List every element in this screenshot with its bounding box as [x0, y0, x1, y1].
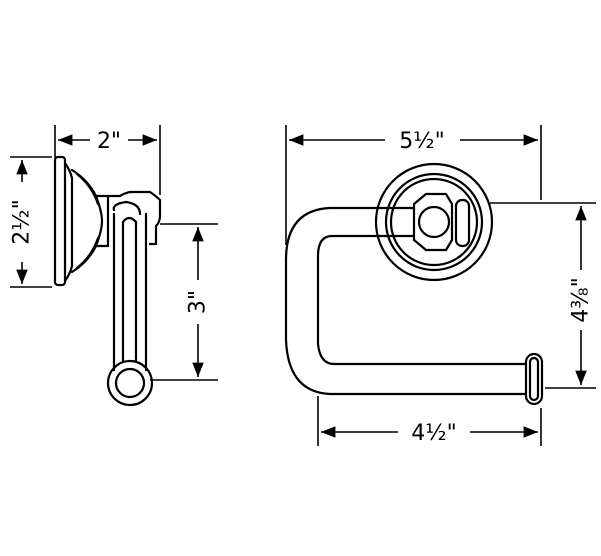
side-arm — [106, 190, 162, 407]
front-hub — [412, 192, 471, 252]
side-height-label: 2½" — [10, 199, 35, 244]
side-dimensions — [10, 125, 218, 381]
side-rosette — [53, 155, 110, 287]
front-width-label: 5½" — [399, 129, 444, 154]
front-height-label: 4⅜" — [569, 277, 594, 322]
front-dimensions — [285, 125, 596, 446]
side-drop-label: 3" — [186, 290, 211, 314]
front-rosette — [374, 162, 494, 282]
side-view — [53, 155, 162, 407]
front-view — [284, 162, 544, 406]
front-arm-length-label: 4½" — [411, 421, 456, 446]
front-arm — [284, 206, 544, 406]
side-width-label: 2" — [97, 129, 121, 154]
